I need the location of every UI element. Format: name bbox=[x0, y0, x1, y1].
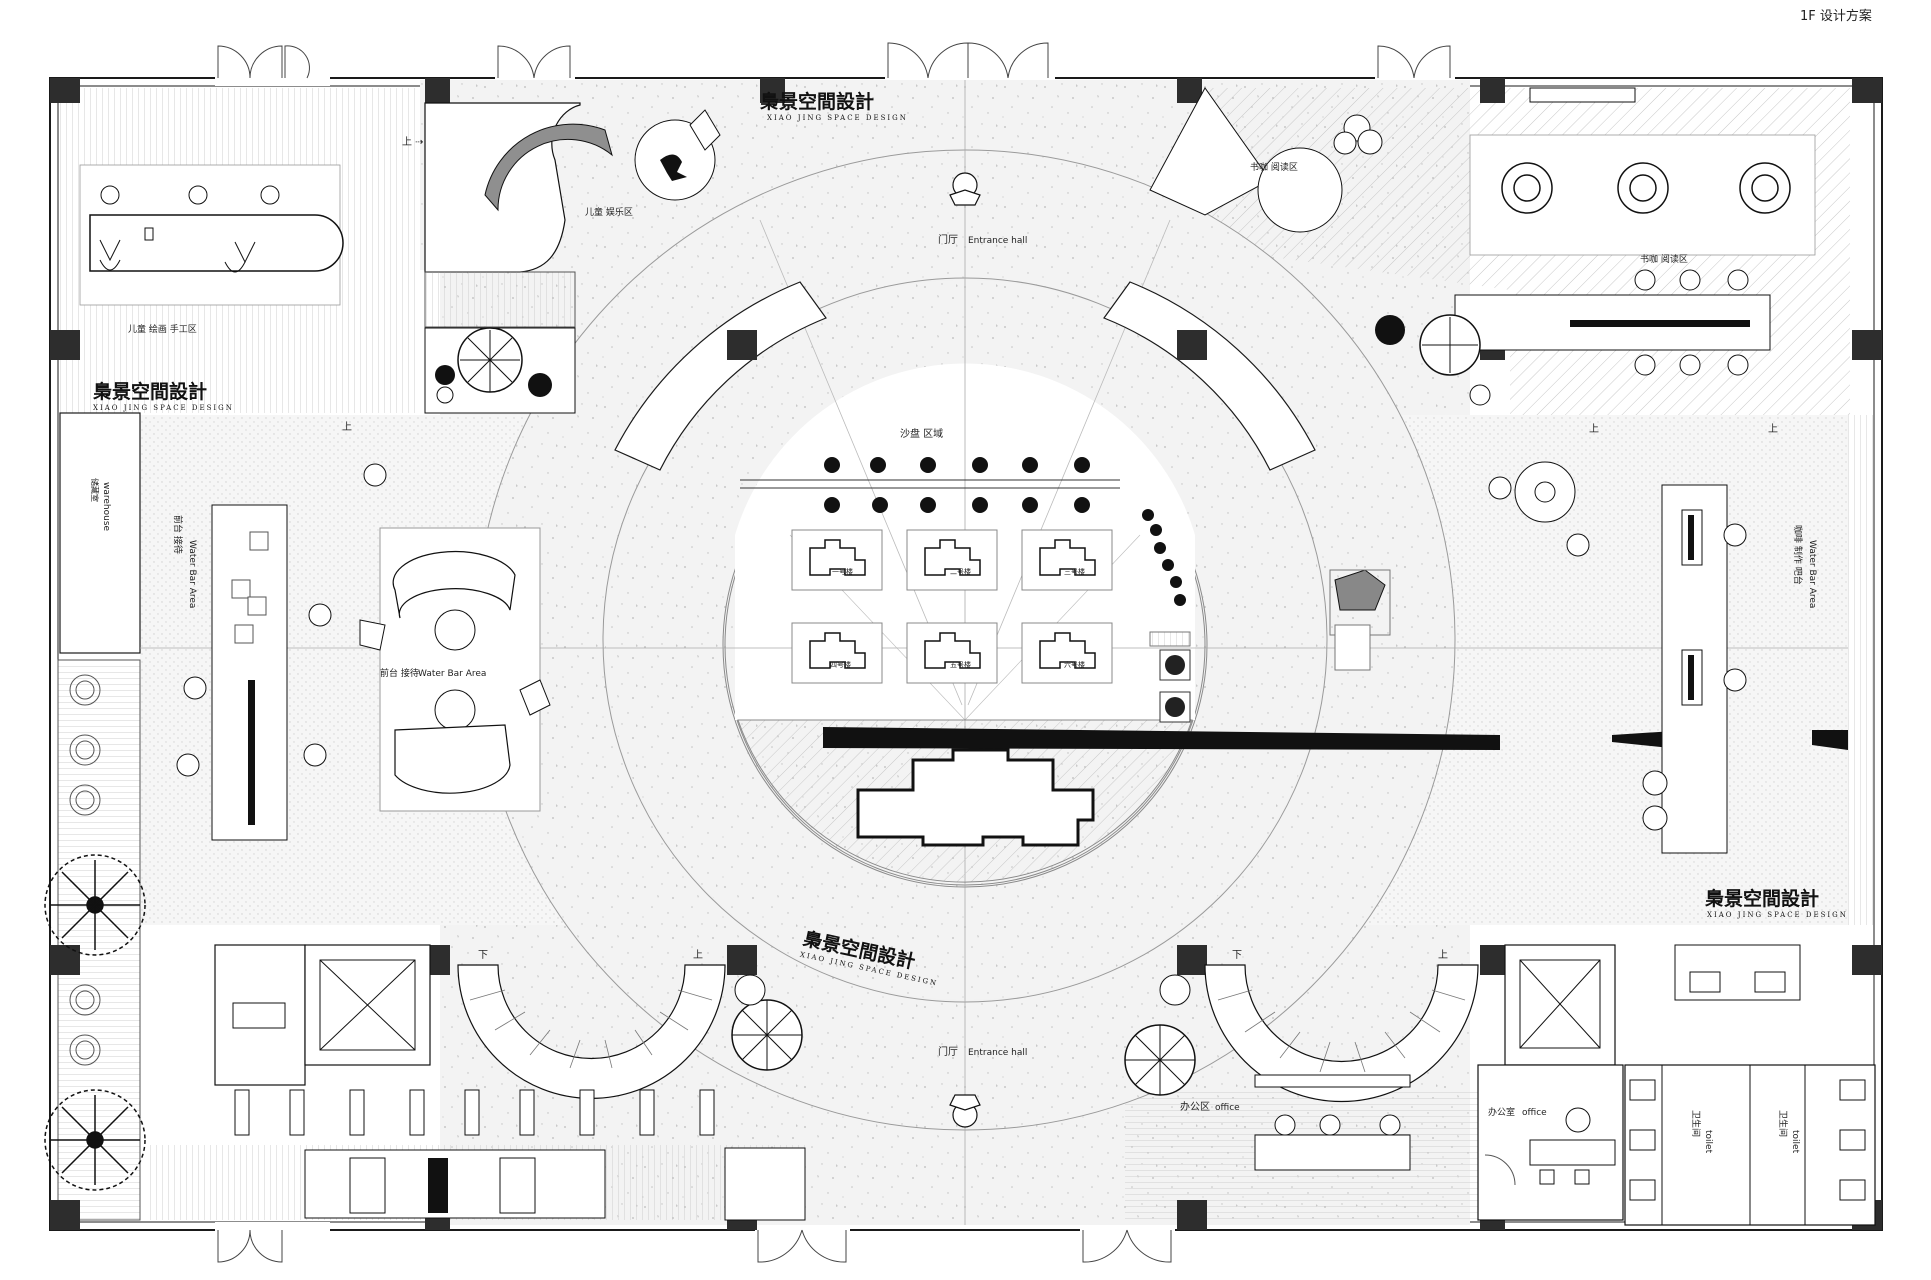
entrance-people bbox=[949, 172, 981, 1128]
kids-craft-label: 儿童 绘画 手工区 bbox=[128, 323, 197, 335]
planter-top-left bbox=[424, 327, 576, 414]
water-bar-right-en: Water Bar Area bbox=[1807, 540, 1817, 608]
sand-table: 一号楼 二号楼 三号楼 四号楼 五号楼 六号楼 bbox=[740, 457, 1848, 847]
brand-tagline-right: XIAO JING SPACE DESIGN bbox=[1707, 911, 1848, 919]
stair-up-right-1: 上 bbox=[1589, 423, 1599, 435]
building-4-label: 四号楼 bbox=[830, 660, 851, 669]
reception-center-cn: 前台 接待 bbox=[380, 667, 419, 679]
building-3-label: 三号楼 bbox=[1064, 567, 1085, 576]
sheet-title: 1F 设计方案 bbox=[1800, 8, 1872, 24]
kids-craft-area bbox=[89, 185, 344, 273]
stair-down-right: 下 bbox=[1232, 950, 1242, 961]
bottom-left-core bbox=[214, 944, 806, 1221]
stair-up-bottom-right: 上 bbox=[1438, 949, 1448, 961]
office-room-en: office bbox=[1522, 1108, 1547, 1118]
stair-up-left: 上 bbox=[342, 421, 352, 433]
water-bar-right-cn: 咖啡 制作 吧台 bbox=[1792, 525, 1804, 585]
building-2-label: 二号楼 bbox=[950, 567, 971, 576]
stair-down-left: 下 bbox=[478, 950, 488, 961]
toilet-left-cn: 卫生间 bbox=[1690, 1110, 1702, 1137]
door-swings bbox=[217, 42, 1451, 1263]
brand-name-left: 梟景空間設計 bbox=[92, 380, 207, 403]
building-6-label: 六号楼 bbox=[1064, 660, 1085, 669]
reception-left-en: Water Bar Area bbox=[187, 540, 197, 608]
office-room-cn: 办公室 bbox=[1488, 1106, 1515, 1118]
brand-left: 梟景空間設計 XIAO JING SPACE DESIGN bbox=[92, 380, 234, 412]
brand-tagline-left: XIAO JING SPACE DESIGN bbox=[93, 404, 234, 412]
kids-play-area bbox=[424, 102, 721, 328]
office-area-cn: 办公区 bbox=[1180, 1100, 1210, 1113]
toilet-right-en: toilet bbox=[1790, 1130, 1800, 1154]
kids-play-label: 儿童 娱乐区 bbox=[585, 206, 633, 218]
building-1-label: 一号楼 bbox=[832, 567, 853, 576]
stair-up-bottom-left: 上 bbox=[693, 949, 703, 961]
brand-tagline-top: XIAO JING SPACE DESIGN bbox=[767, 114, 908, 122]
book-cafe-top-label: 书咖 阅读区 bbox=[1250, 161, 1298, 173]
right-water-bar bbox=[1329, 461, 1747, 854]
entrance-bottom-en: Entrance hall bbox=[968, 1048, 1027, 1058]
warehouse-cn: 储藏室 bbox=[90, 478, 100, 502]
brand-name-right: 梟景空間設計 bbox=[1704, 887, 1819, 910]
left-reception bbox=[176, 463, 551, 841]
left-trees bbox=[44, 854, 146, 1191]
stair-up-right-2: 上 bbox=[1768, 423, 1778, 435]
entrance-top-cn: 门厅 bbox=[938, 233, 958, 246]
rail-bar bbox=[823, 727, 1500, 750]
brand-top: 梟景空間設計 XIAO JING SPACE DESIGN bbox=[759, 90, 908, 122]
warehouse-en: warehouse bbox=[101, 482, 111, 532]
brand-right: 梟景空間設計 XIAO JING SPACE DESIGN bbox=[1704, 887, 1848, 919]
office-area-en: office bbox=[1215, 1103, 1240, 1113]
bottom-right-core bbox=[1124, 944, 1876, 1226]
brand-name-top: 梟景空間設計 bbox=[759, 90, 874, 113]
entrance-bottom-cn: 门厅 bbox=[938, 1045, 958, 1058]
sand-table-label: 沙盘 区域 bbox=[900, 427, 943, 440]
reception-center-en: Water Bar Area bbox=[418, 669, 486, 679]
model-footprint bbox=[856, 748, 1095, 847]
book-cafe-main-label: 书咖 阅读区 bbox=[1640, 253, 1688, 265]
building-5-label: 五号楼 bbox=[950, 660, 971, 669]
stair-up-kids: 上 ⇢ bbox=[402, 136, 424, 148]
sand-table-trees bbox=[824, 457, 1186, 606]
entrance-top-en: Entrance hall bbox=[968, 236, 1027, 246]
toilet-right-cn: 卫生间 bbox=[1777, 1110, 1789, 1137]
book-cafe bbox=[1149, 87, 1791, 406]
building-outlines bbox=[809, 539, 1096, 669]
left-deck-decor bbox=[69, 674, 101, 1066]
toilet-left-en: toilet bbox=[1703, 1130, 1713, 1154]
reception-left-cn: 前台 接待 bbox=[172, 515, 184, 554]
